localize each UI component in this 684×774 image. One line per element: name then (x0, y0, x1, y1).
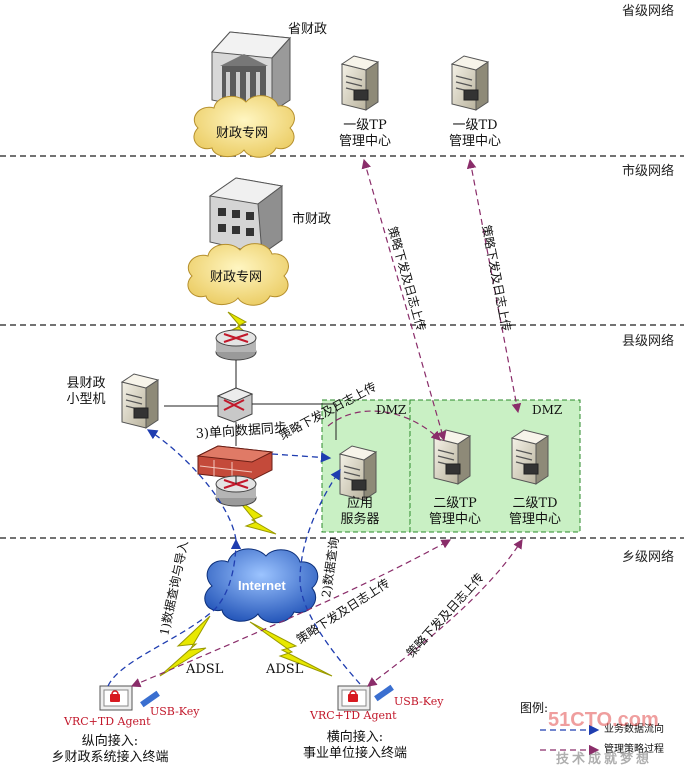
zone-label-county: 县级网络 (621, 334, 674, 349)
usb-key-label: USB-Key (394, 695, 444, 708)
county-finance-name: 县财政 (66, 376, 106, 391)
legend-business-flow: 业务数据流向 (604, 724, 664, 735)
zone-separators (0, 155, 684, 539)
vertical-terminal-title: 纵向接入: (81, 734, 139, 749)
terminal-icon (99, 685, 133, 711)
policy-log-label: 策略下发及日志上传 (479, 224, 514, 333)
province-finance-label: 省财政 (288, 22, 328, 37)
province-building-icon (210, 31, 292, 113)
td1-role: 管理中心 (448, 134, 501, 149)
legend-title: 图例: (520, 701, 549, 715)
switch-icon (216, 387, 254, 423)
tp2-name: 二级TP (433, 496, 477, 511)
one-way-sync-label: 3)单向数据同步 (195, 420, 287, 442)
tp1-label: 一级TP 管理中心 (330, 118, 400, 150)
data-query-label: 2)数据查询 (318, 537, 341, 599)
data-query-import-label: 1)数据查询与导入 (156, 539, 191, 636)
watermark-slogan: 技术成就梦想 (556, 752, 653, 767)
finance-network-cloud-icon (187, 243, 289, 306)
td2-role: 管理中心 (508, 512, 561, 527)
finance-network-label: 财政专网 (216, 126, 269, 141)
firewall-icon (196, 445, 274, 481)
vertical-terminal-desc: 乡财政系统接入终端 (51, 750, 169, 765)
agent-label: VRC+TD Agent (64, 715, 151, 728)
agent-label: VRC+TD Agent (310, 709, 397, 722)
city-building-icon (208, 177, 284, 255)
policy-log-label: 策略下发及日志上传 (385, 225, 429, 333)
td2-server-icon (510, 429, 550, 485)
watermark-brand: 51CTO.com (548, 709, 659, 731)
usb-key-icon (140, 690, 160, 708)
app-server-label: 应用 服务器 (330, 496, 390, 528)
td1-label: 一级TD 管理中心 (440, 118, 510, 150)
tp2-label: 二级TP 管理中心 (418, 496, 492, 528)
dmz-label: DMZ (532, 403, 563, 417)
finance-network-label: 财政专网 (210, 270, 263, 285)
zone-label-city: 市级网络 (621, 164, 674, 179)
lightning-icon (237, 499, 277, 535)
horizontal-terminal-title: 横向接入: (326, 730, 384, 745)
county-finance-type: 小型机 (66, 392, 106, 407)
app-server-icon (338, 445, 378, 501)
county-finance-label: 县财政 小型机 (56, 376, 116, 408)
legend-symbols (540, 724, 600, 756)
td1-name: 一级TD (452, 118, 498, 133)
tp1-server-icon (340, 55, 380, 111)
app-server-role: 服务器 (340, 512, 380, 527)
usb-key-icon (374, 684, 394, 702)
adsl-label: ADSL (186, 662, 224, 677)
city-finance-label: 市财政 (292, 212, 332, 227)
td2-name: 二级TD (512, 496, 558, 511)
router-icon (215, 329, 257, 361)
dmz-label: DMZ (376, 403, 407, 417)
adsl-label: ADSL (266, 662, 304, 677)
policy-log-label: 策略下发及日志上传 (403, 570, 486, 660)
app-server-name: 应用 (346, 496, 373, 511)
horizontal-terminal-label: 横向接入: 事业单位接入终端 (290, 730, 420, 762)
zone-label-township: 乡级网络 (621, 550, 674, 565)
finance-network-cloud-icon (193, 95, 295, 158)
policy-process-arrows (130, 158, 523, 688)
td1-server-icon (450, 55, 490, 111)
terminal-icon (337, 685, 371, 711)
td2-label: 二级TD 管理中心 (498, 496, 572, 528)
usb-key-label: USB-Key (150, 705, 200, 718)
tp2-role: 管理中心 (428, 512, 481, 527)
tp2-server-icon (432, 429, 472, 485)
zone-label-province: 省级网络 (621, 4, 674, 19)
tp1-name: 一级TP (343, 118, 387, 133)
network-links (164, 360, 337, 484)
horizontal-terminal-desc: 事业单位接入终端 (302, 746, 407, 761)
tp1-role: 管理中心 (338, 134, 391, 149)
legend-policy-process: 管理策略过程 (604, 744, 664, 755)
county-server-icon (120, 373, 160, 429)
router-icon (215, 475, 257, 507)
vertical-terminal-label: 纵向接入: 乡财政系统接入终端 (40, 734, 180, 766)
internet-label: Internet (238, 578, 286, 593)
